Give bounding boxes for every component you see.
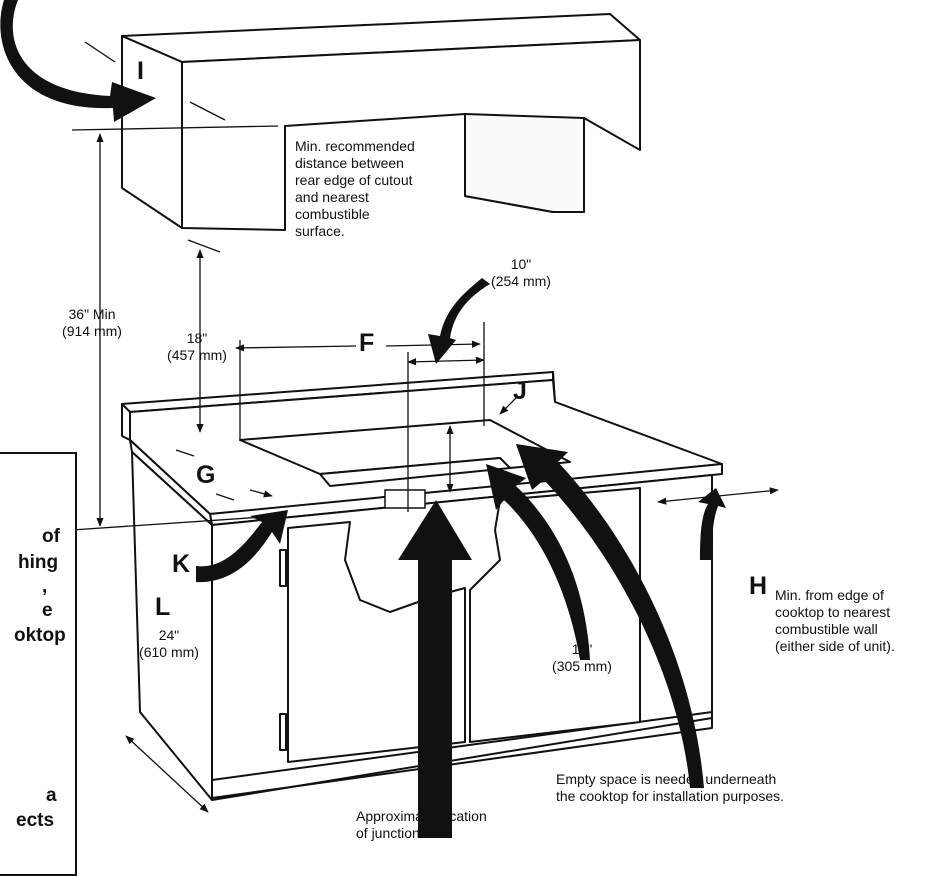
warning-text-box: of hing , e oktop a ects xyxy=(0,452,77,876)
cooktop-installation-diagram xyxy=(0,0,779,838)
h-clearance-note: Min. from edge of cooktop to nearest com… xyxy=(775,587,895,654)
sidebox-line-3: , xyxy=(42,576,48,597)
label-letter-i: I xyxy=(137,57,144,85)
empty-space-note: Empty space is needed underneath the coo… xyxy=(556,771,785,804)
rear-distance-note: Min. recommended distance between rear e… xyxy=(295,138,415,239)
callout-arrows xyxy=(0,0,726,838)
junction-box-note: Approximate location of junction box. xyxy=(356,808,487,841)
junction-box xyxy=(384,489,426,509)
sidebox-line-5: oktop xyxy=(14,625,66,646)
sidebox-line-6: a xyxy=(46,785,57,806)
dimension-18in: 18" (457 mm) xyxy=(167,330,227,363)
sidebox-line-1: of xyxy=(42,526,60,547)
dimension-12in: 12" (305 mm) xyxy=(552,641,612,674)
sidebox-line-4: e xyxy=(42,600,53,621)
upper-cabinet xyxy=(121,13,641,231)
dimension-36in-min: 36" Min (914 mm) xyxy=(62,306,122,339)
sidebox-line-7: ects xyxy=(16,810,55,831)
label-letter-g: G xyxy=(196,461,216,489)
label-letter-l: L xyxy=(155,593,171,621)
sidebox-line-2: hing xyxy=(18,552,59,573)
label-letter-f: F xyxy=(359,329,375,357)
dimension-24in: 24" (610 mm) xyxy=(139,627,199,660)
base-cabinet xyxy=(121,371,723,801)
label-letter-h: H xyxy=(749,572,768,600)
label-letter-j: J xyxy=(513,377,527,405)
dimension-10in: 10" (254 mm) xyxy=(491,256,551,289)
label-letter-k: K xyxy=(172,550,191,578)
